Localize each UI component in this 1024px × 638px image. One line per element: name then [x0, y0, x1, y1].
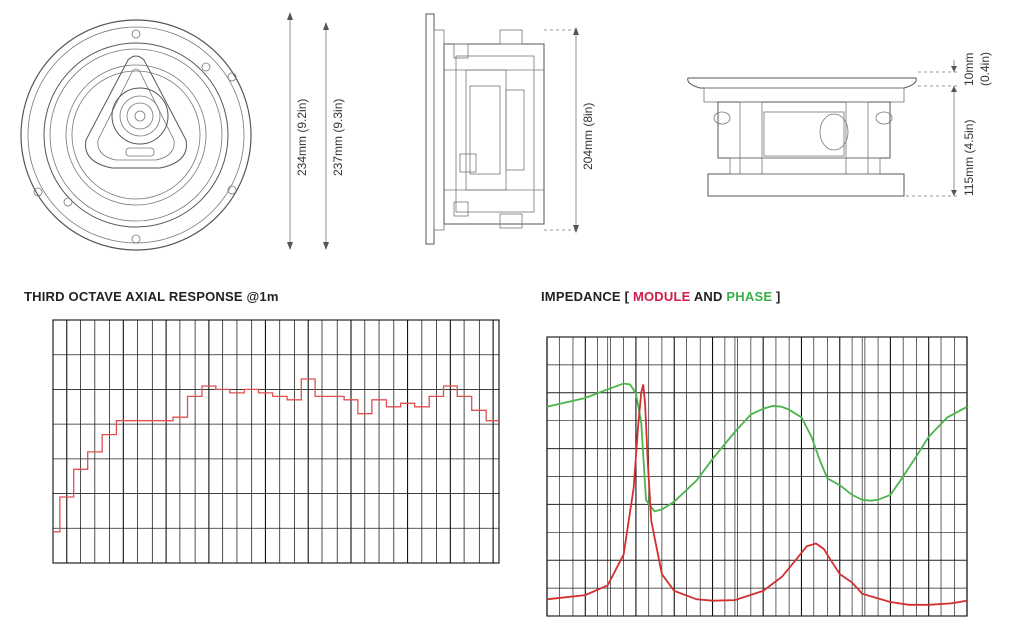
- side-view-drawing: [425, 13, 580, 245]
- front-view-drawing: [20, 19, 252, 251]
- impedance-title-and: AND: [690, 289, 727, 304]
- technical-drawings: 234mm (9.2in) 237mm (9.3in) 204mm (8in): [20, 12, 992, 251]
- response-series-line: [53, 378, 499, 533]
- impedance-title-module: MODULE: [632, 289, 691, 304]
- profile-view-drawing: [687, 60, 960, 197]
- impedance-phase-line: [546, 382, 968, 513]
- response-plot-frame: [52, 319, 500, 564]
- impedance-title-prefix: IMPEDANCE [: [541, 289, 633, 304]
- front-dimension-lines: [287, 12, 329, 250]
- impedance-chart-title: IMPEDANCE [ MODULE AND PHASE ]: [541, 289, 781, 304]
- impedance-module-line: [546, 384, 968, 606]
- impedance-title-suffix: ]: [772, 289, 781, 304]
- response-chart-title: THIRD OCTAVE AXIAL RESPONSE @1m: [24, 289, 279, 304]
- dimension-115mm: 115mm (4.5in): [962, 120, 976, 196]
- dimension-0.4in: (0.4in): [978, 52, 992, 86]
- dimension-204mm: 204mm (8in): [581, 103, 595, 170]
- dimension-237mm: 237mm (9.3in): [331, 99, 345, 176]
- impedance-title-phase: PHASE: [726, 289, 773, 304]
- dimension-10mm: 10mm: [962, 53, 976, 86]
- dimension-234mm: 234mm (9.2in): [295, 99, 309, 176]
